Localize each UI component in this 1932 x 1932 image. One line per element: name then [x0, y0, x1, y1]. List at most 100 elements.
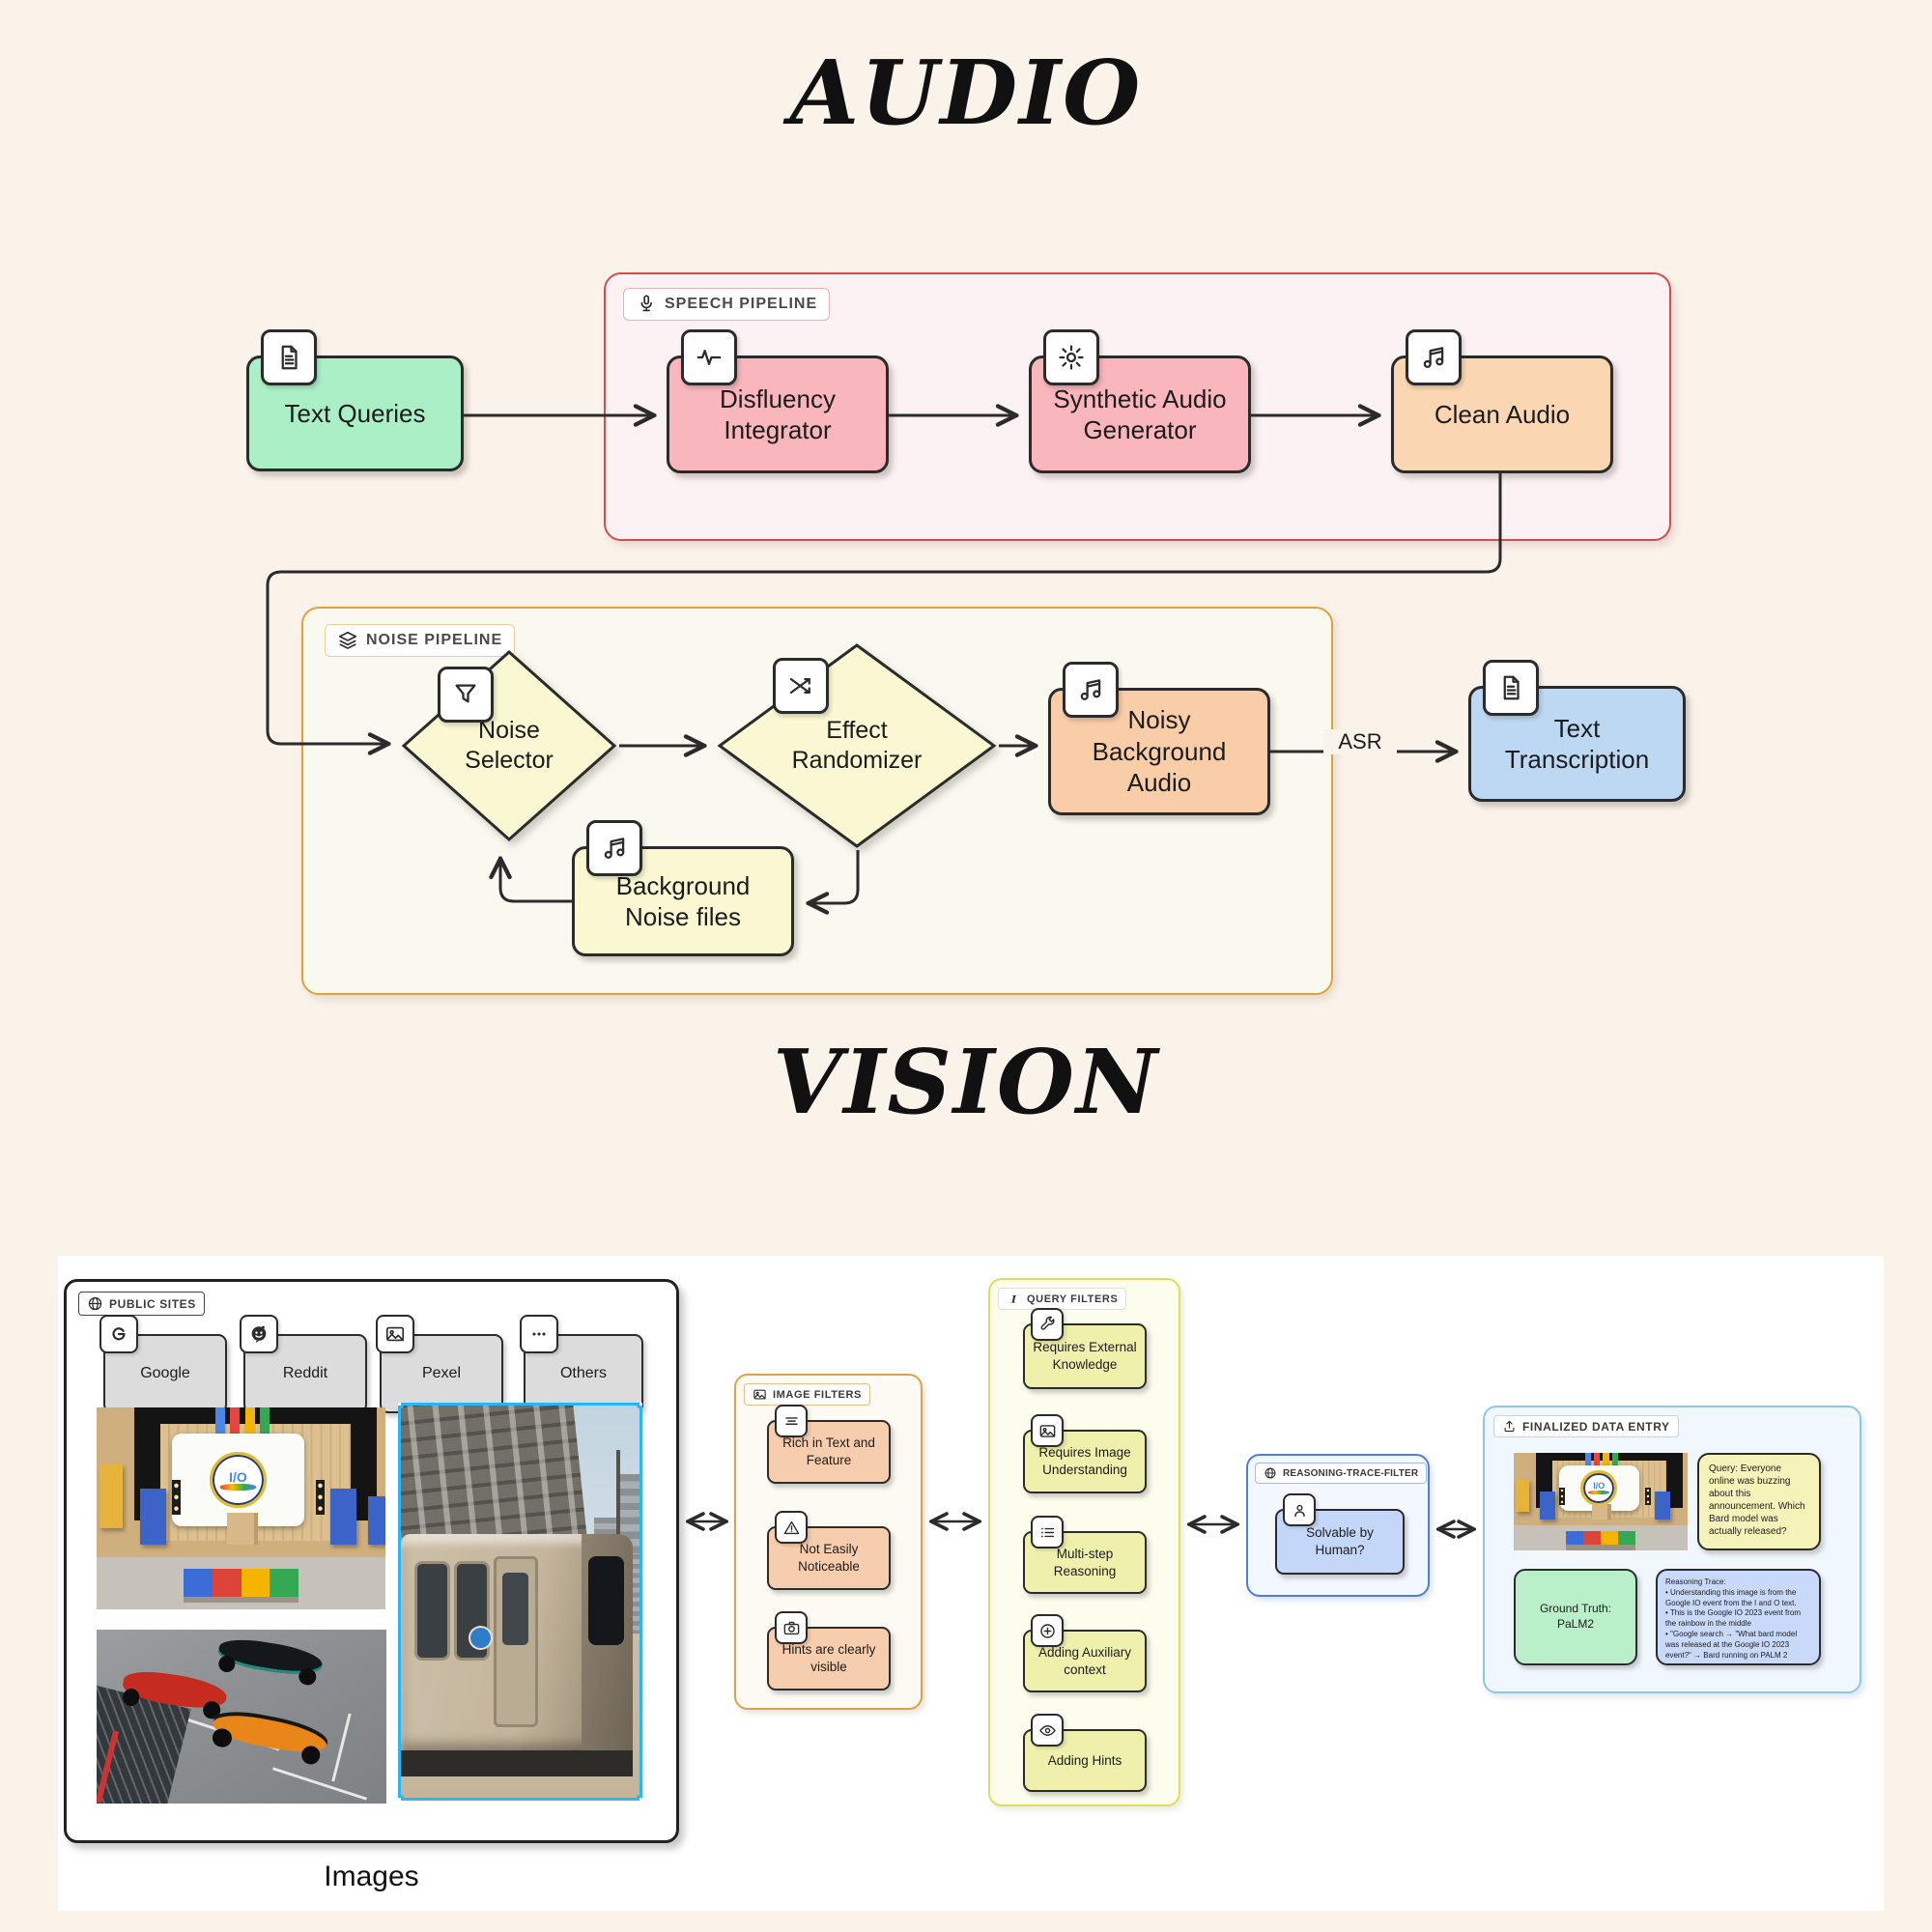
source-pexel-label: Pexel	[421, 1364, 462, 1381]
speech-pipeline-label: SPEECH PIPELINE	[623, 288, 831, 321]
filter-not-easily-noticeable: Not Easily Noticeable	[767, 1511, 891, 1590]
public-sites-label: PUBLIC SITES	[78, 1292, 205, 1316]
node-text-transcription-label: Text Transcription	[1504, 713, 1650, 775]
node-clean-audio-label: Clean Audio	[1434, 399, 1571, 429]
selection-frame[interactable]	[398, 1403, 642, 1801]
source-google-label: Google	[140, 1364, 190, 1381]
reasoning-trace-filter-label: REASONING-TRACE-FILTER	[1255, 1463, 1428, 1484]
qfilter-auxiliary-context-label: Adding Auxiliary context	[1037, 1644, 1132, 1677]
reddit-icon	[240, 1315, 278, 1353]
gear-icon	[1043, 329, 1099, 385]
reasoning-trace-line: • This is the Google IO 2023 event from …	[1665, 1608, 1802, 1629]
node-noise-selector: Noise Selector	[401, 649, 617, 842]
warning-icon	[775, 1511, 808, 1544]
reasoning-trace-line: • Understanding this image is from the G…	[1665, 1587, 1797, 1607]
node-background-noise-files: Background Noise files	[572, 820, 794, 956]
plus-circle-icon	[1031, 1614, 1064, 1647]
camera-icon	[775, 1611, 808, 1644]
person-icon	[1283, 1493, 1316, 1526]
audio-section-title: AUDIO	[789, 41, 1143, 145]
image-filters-label: IMAGE FILTERS	[744, 1383, 870, 1406]
shuffle-icon	[773, 658, 829, 714]
qfilter-multistep-reasoning-label: Multi-step Reasoning	[1053, 1546, 1117, 1578]
images-caption: Images	[324, 1861, 419, 1892]
source-pexel: Pexel	[376, 1315, 503, 1413]
node-noisy-background-audio: Noisy Background Audio	[1048, 662, 1270, 815]
node-text-transcription: Text Transcription	[1468, 660, 1686, 802]
public-sites-label-text: PUBLIC SITES	[109, 1296, 196, 1311]
image-icon	[376, 1315, 414, 1353]
qfilter-multistep-reasoning: Multi-step Reasoning	[1023, 1516, 1147, 1594]
qfilter-image-understanding-label: Requires Image Understanding	[1038, 1445, 1131, 1477]
query-filters-label-text: QUERY FILTERS	[1027, 1293, 1119, 1305]
filter-rich-in-text: Rich in Text and Feature	[767, 1405, 891, 1484]
source-others: Others	[520, 1315, 643, 1413]
node-disfluency-integrator: Disfluency Integrator	[667, 329, 889, 473]
noise-pipeline-label-text: NOISE PIPELINE	[366, 632, 503, 648]
text-lines-icon	[775, 1405, 808, 1437]
selection-handle-top-left[interactable]	[398, 1403, 404, 1408]
wrench-icon	[1031, 1308, 1064, 1341]
selection-handle-bottom-left[interactable]	[398, 1795, 404, 1801]
image-icon	[1031, 1414, 1064, 1447]
node-solvable-by-human-label: Solvable by Human?	[1306, 1525, 1374, 1557]
qfilter-image-understanding: Requires Image Understanding	[1023, 1414, 1147, 1493]
node-synthetic-audio-generator-label: Synthetic Audio Generator	[1053, 384, 1227, 445]
qfilter-auxiliary-context: Adding Auxiliary context	[1023, 1614, 1147, 1692]
reasoning-trace-line: • "Google search → "What bard model was …	[1665, 1629, 1798, 1660]
train-image-selected[interactable]	[398, 1403, 642, 1801]
reasoning-trace-title: Reasoning Trace:	[1665, 1577, 1726, 1586]
music-note-icon	[1063, 662, 1119, 718]
qfilter-external-knowledge: Requires External Knowledge	[1023, 1308, 1147, 1389]
node-synthetic-audio-generator: Synthetic Audio Generator	[1029, 329, 1251, 473]
filter-not-easily-noticeable-label: Not Easily Noticeable	[798, 1542, 860, 1574]
qfilter-adding-hints-label: Adding Hints	[1047, 1752, 1122, 1768]
node-effect-randomizer-label: Effect Randomizer	[791, 716, 923, 774]
node-text-queries: Text Queries	[246, 329, 464, 471]
finalized-ground-truth-box: Ground Truth: PaLM2	[1514, 1569, 1637, 1665]
reasoning-trace-filter-panel: REASONING-TRACE-FILTER Solvable by Human…	[1246, 1454, 1430, 1597]
document-icon	[261, 329, 317, 385]
public-sites-panel: PUBLIC SITES Google Reddit Pexel Others	[64, 1279, 679, 1843]
image-filters-label-text: IMAGE FILTERS	[773, 1388, 862, 1401]
noise-pipeline-label: NOISE PIPELINE	[325, 624, 516, 657]
finalized-reasoning-trace-box: Reasoning Trace: • Understanding this im…	[1656, 1569, 1821, 1665]
vision-section-title: VISION	[772, 1030, 1160, 1134]
filter-hints-visible: Hints are clearly visible	[767, 1611, 891, 1690]
filter-rich-in-text-label: Rich in Text and Feature	[782, 1435, 875, 1467]
speech-pipeline-label-text: SPEECH PIPELINE	[665, 296, 818, 312]
list-icon	[1031, 1516, 1064, 1548]
funnel-icon	[438, 667, 494, 723]
selection-handle-top-right[interactable]	[637, 1403, 642, 1408]
node-text-queries-label: Text Queries	[284, 398, 426, 428]
waveform-icon	[681, 329, 737, 385]
finalized-data-entry-label: FINALIZED DATA ENTRY	[1493, 1415, 1679, 1437]
reasoning-trace-filter-label-text: REASONING-TRACE-FILTER	[1283, 1467, 1419, 1479]
filter-hints-visible-label: Hints are clearly visible	[781, 1642, 876, 1674]
selection-handle-bottom-right[interactable]	[637, 1795, 642, 1801]
music-note-icon	[586, 820, 642, 876]
document-icon	[1483, 660, 1539, 716]
f1-cars-image	[97, 1630, 386, 1804]
finalized-io-stage-image: I/O	[1514, 1453, 1688, 1550]
qfilter-external-knowledge-label: Requires External Knowledge	[1033, 1340, 1137, 1372]
qfilter-adding-hints: Adding Hints	[1023, 1714, 1147, 1792]
source-reddit-label: Reddit	[282, 1364, 328, 1381]
music-note-icon	[1406, 329, 1462, 385]
finalized-query-text: Query: Everyone online was buzzing about…	[1709, 1463, 1805, 1537]
node-noise-selector-label: Noise Selector	[465, 716, 554, 774]
node-solvable-by-human: Solvable by Human?	[1275, 1493, 1405, 1575]
node-background-noise-files-label: Background Noise files	[615, 870, 751, 932]
source-others-label: Others	[559, 1364, 607, 1381]
node-disfluency-integrator-label: Disfluency Integrator	[720, 384, 836, 445]
finalized-data-entry-panel: FINALIZED DATA ENTRY I/O Query: Everyone…	[1483, 1406, 1861, 1693]
finalized-query-box: Query: Everyone online was buzzing about…	[1697, 1453, 1821, 1550]
node-noisy-background-audio-label: Noisy Background Audio	[1092, 705, 1227, 798]
query-filters-panel: QUERY FILTERS Requires External Knowledg…	[988, 1278, 1180, 1806]
ellipsis-icon	[520, 1315, 558, 1353]
source-google: Google	[99, 1315, 227, 1413]
image-filters-panel: IMAGE FILTERS Rich in Text and Feature N…	[734, 1374, 923, 1710]
node-clean-audio: Clean Audio	[1391, 329, 1613, 473]
